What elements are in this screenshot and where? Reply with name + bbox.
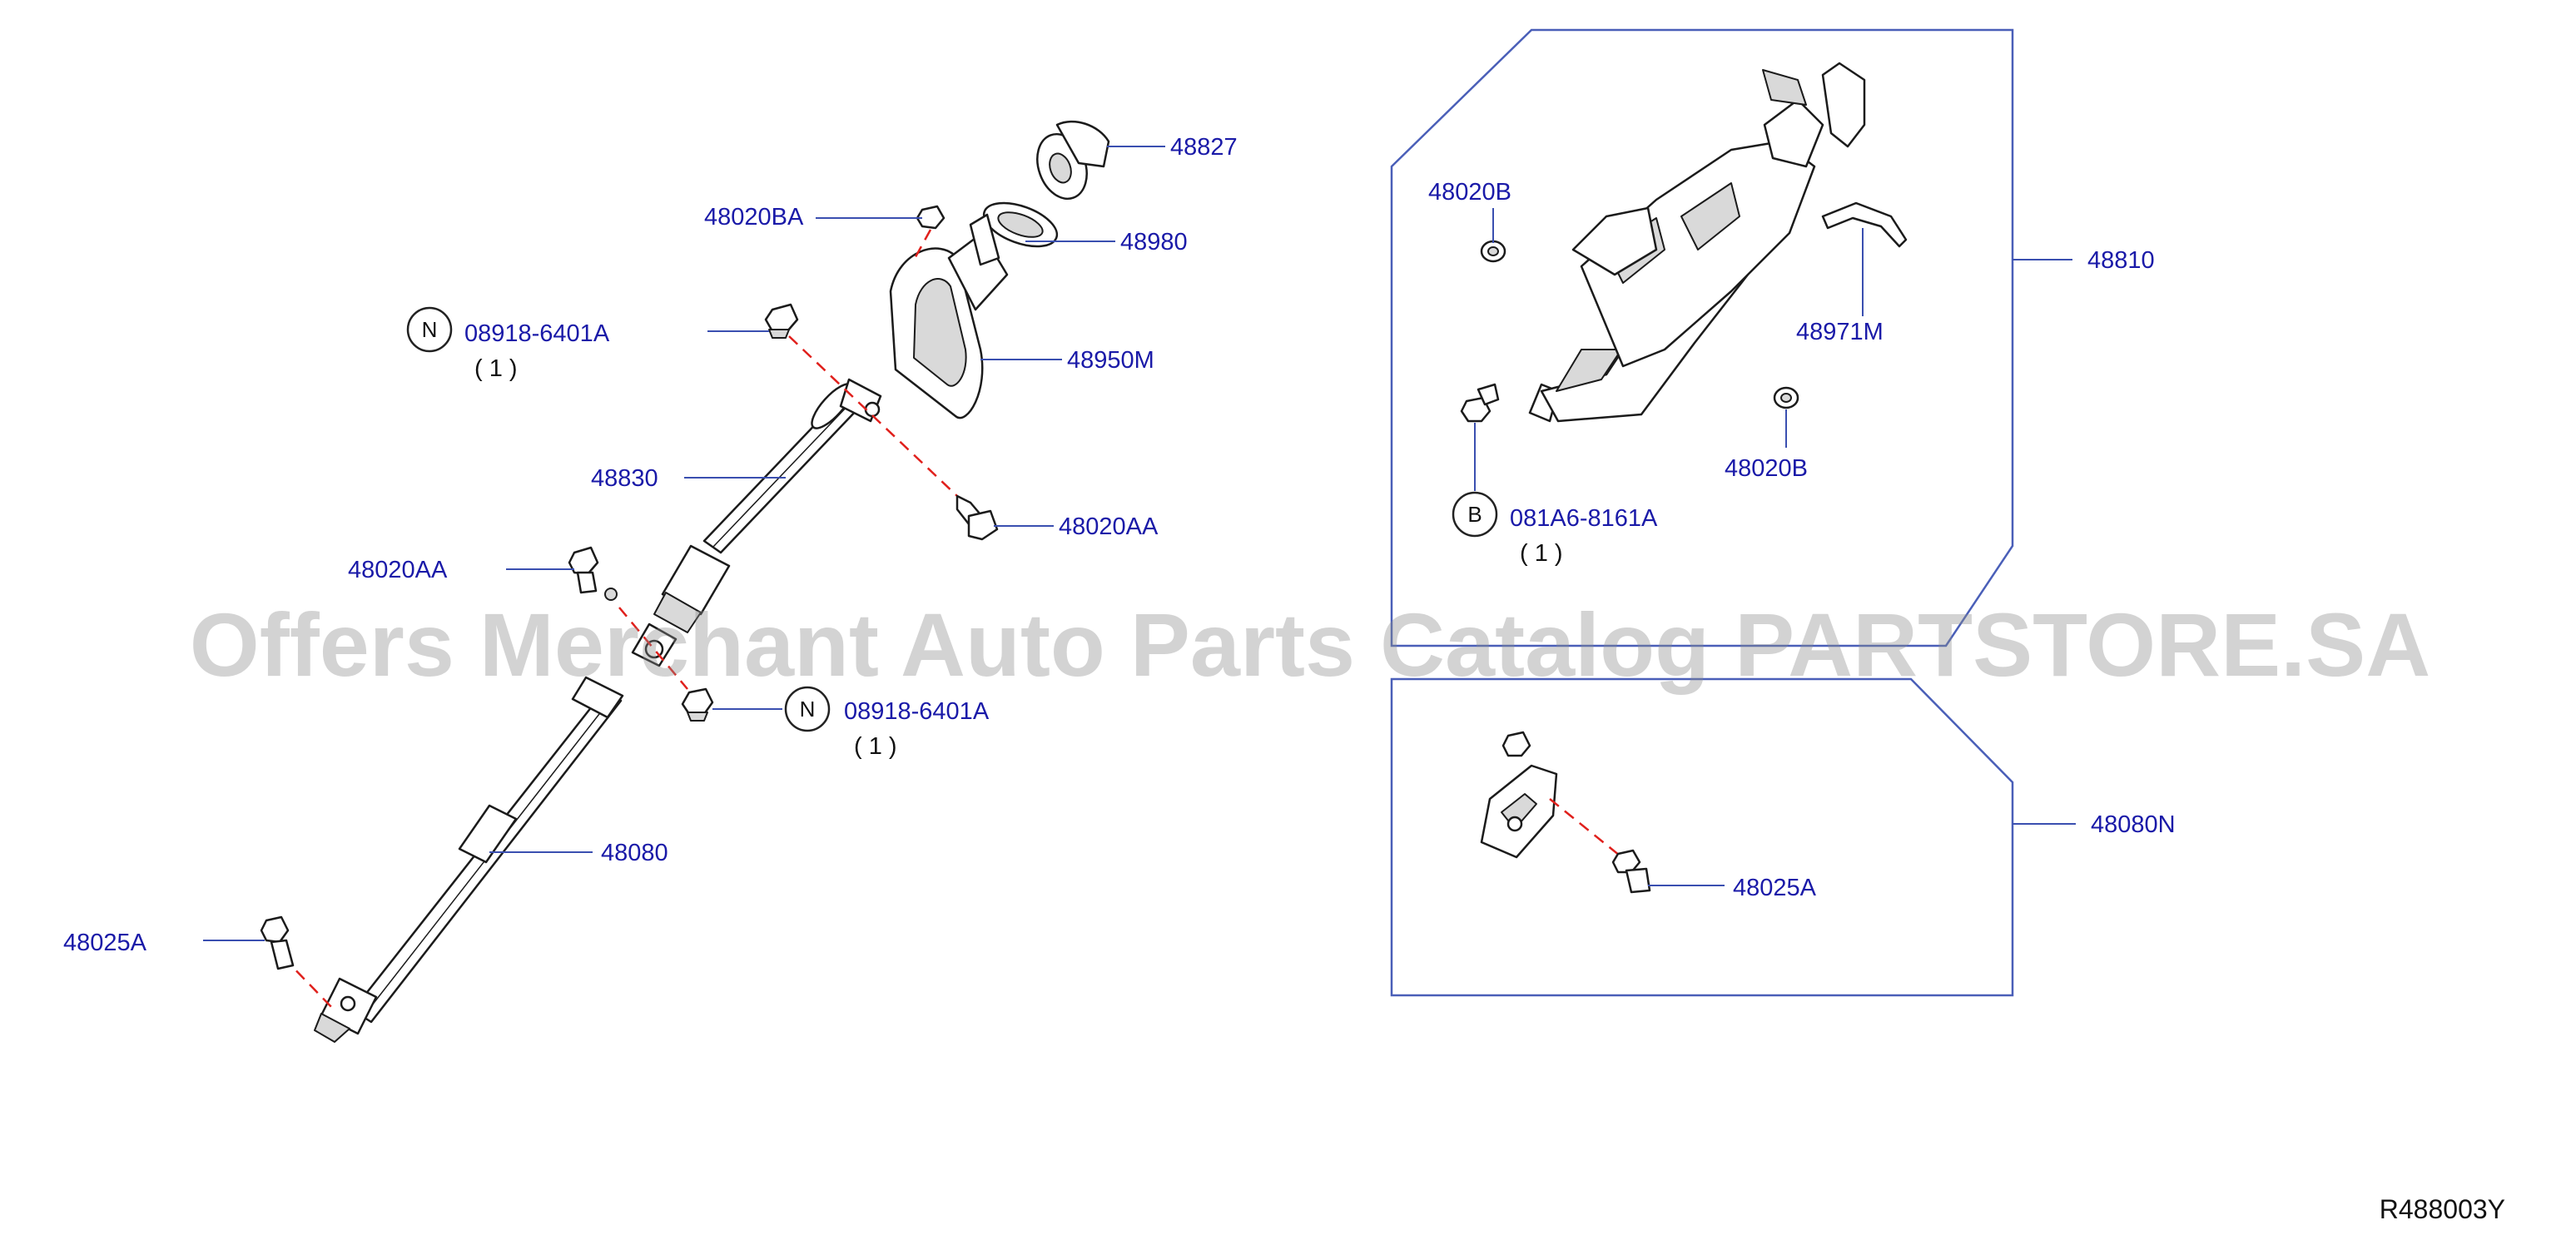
watermark-text: Offers Merchant Auto Parts Catalog PARTS…: [190, 594, 2430, 695]
callout-48020AA-left[interactable]: 48020AA: [348, 557, 448, 583]
leader-lines: [203, 146, 2076, 941]
callout-48080[interactable]: 48080: [601, 840, 668, 866]
callout-48020AA-right[interactable]: 48020AA: [1059, 513, 1159, 540]
callout-48950M[interactable]: 48950M: [1067, 347, 1154, 374]
part-48025A-bolt-left: [260, 915, 295, 970]
assembly-line-48020BA: [911, 229, 932, 264]
assembly-line-top: [788, 335, 958, 497]
callout-48025A-left[interactable]: 48025A: [63, 930, 147, 956]
nut-symbol-circle-top: [406, 306, 453, 353]
callout-48020BA[interactable]: 48020BA: [704, 204, 804, 231]
part-48827-seal: [1036, 120, 1110, 201]
callout-48830[interactable]: 48830: [591, 465, 658, 492]
callout-48020B-bottom[interactable]: 48020B: [1725, 455, 1808, 482]
part-48025A-bolt-right: [1611, 849, 1651, 894]
callout-48810[interactable]: 48810: [2087, 247, 2155, 274]
assembly-frame-48810: [1390, 28, 2014, 647]
part-48080N-joint: [1480, 731, 1558, 859]
callout-48827[interactable]: 48827: [1170, 134, 1238, 161]
nut-symbol-top: N: [422, 317, 438, 342]
assembly-line-48080N: [1549, 798, 1621, 856]
part-08918-nut-top: [764, 303, 799, 339]
part-08918-nut-mid: [681, 687, 714, 722]
callout-48980[interactable]: 48980: [1120, 229, 1188, 255]
quantity-08918-mid: ( 1 ): [854, 733, 897, 760]
part-48980-boot: [969, 201, 1059, 266]
part-48810-steering-column: [1460, 62, 1908, 423]
part-48020AA-bolt-left: [568, 546, 618, 601]
nut-symbol-circle-mid: [784, 686, 831, 732]
bolt-symbol: B: [1467, 502, 1482, 527]
callout-08918-6401A-mid[interactable]: 08918-6401A: [844, 698, 990, 725]
callout-081A6-8161A[interactable]: 081A6-8161A: [1510, 505, 1658, 532]
part-48020B-washer-top: [1480, 240, 1506, 263]
callout-48020B-top[interactable]: 48020B: [1428, 179, 1511, 206]
diagram-reference-code: R488003Y: [2380, 1194, 2505, 1224]
part-48020B-washer-bottom: [1773, 386, 1799, 409]
callout-48025A-right[interactable]: 48025A: [1733, 875, 1817, 901]
part-48080-intermediate-shaft: [314, 676, 624, 1043]
callout-48080N[interactable]: 48080N: [2091, 811, 2176, 838]
quantity-081A6: ( 1 ): [1520, 540, 1563, 567]
callout-08918-6401A-top[interactable]: 08918-6401A: [464, 320, 610, 347]
nut-symbol-mid: N: [800, 697, 816, 722]
callout-48971M[interactable]: 48971M: [1796, 319, 1884, 345]
part-48020AA-bolt-right: [955, 494, 999, 541]
bolt-symbol-circle: [1452, 491, 1498, 538]
assembly-frame-48080N: [1390, 677, 2014, 997]
part-48950M-cover: [889, 231, 1009, 419]
quantity-08918-top: ( 1 ): [474, 355, 518, 382]
assembly-line-48025A-left: [282, 956, 335, 1011]
